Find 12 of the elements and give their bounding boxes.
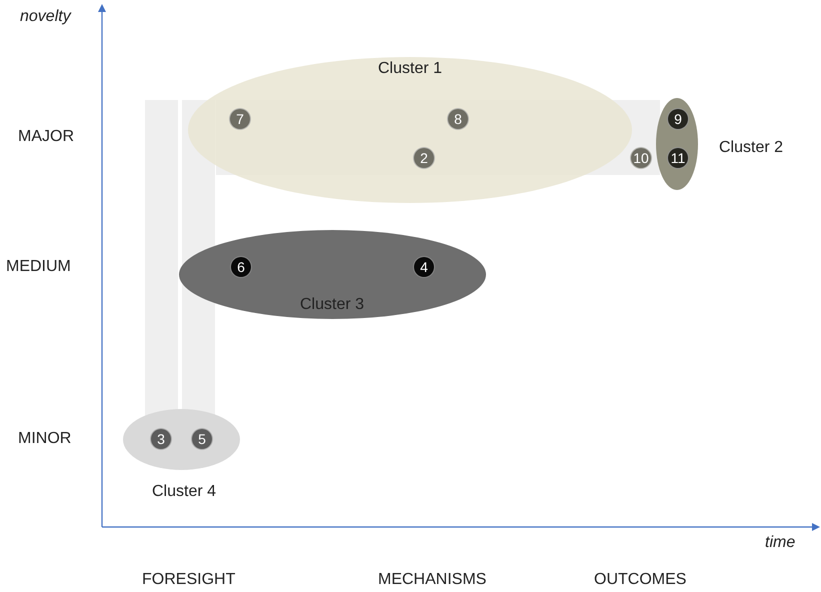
cluster-label: Cluster 1 xyxy=(378,60,442,78)
cluster-label: Cluster 4 xyxy=(152,483,216,501)
category-label: OUTCOMES xyxy=(594,571,686,589)
category-label: MEDIUM xyxy=(6,258,71,276)
axis-title: time xyxy=(765,534,796,552)
category-label: MINOR xyxy=(18,430,72,448)
axis-title: novelty xyxy=(20,8,71,26)
category-label: MECHANISMS xyxy=(378,571,486,589)
cluster-label: Cluster 2 xyxy=(718,139,784,157)
category-label: FORESIGHT xyxy=(142,571,236,589)
cluster-label: Cluster 3 xyxy=(300,296,364,314)
category-label: MAJOR xyxy=(18,128,74,146)
